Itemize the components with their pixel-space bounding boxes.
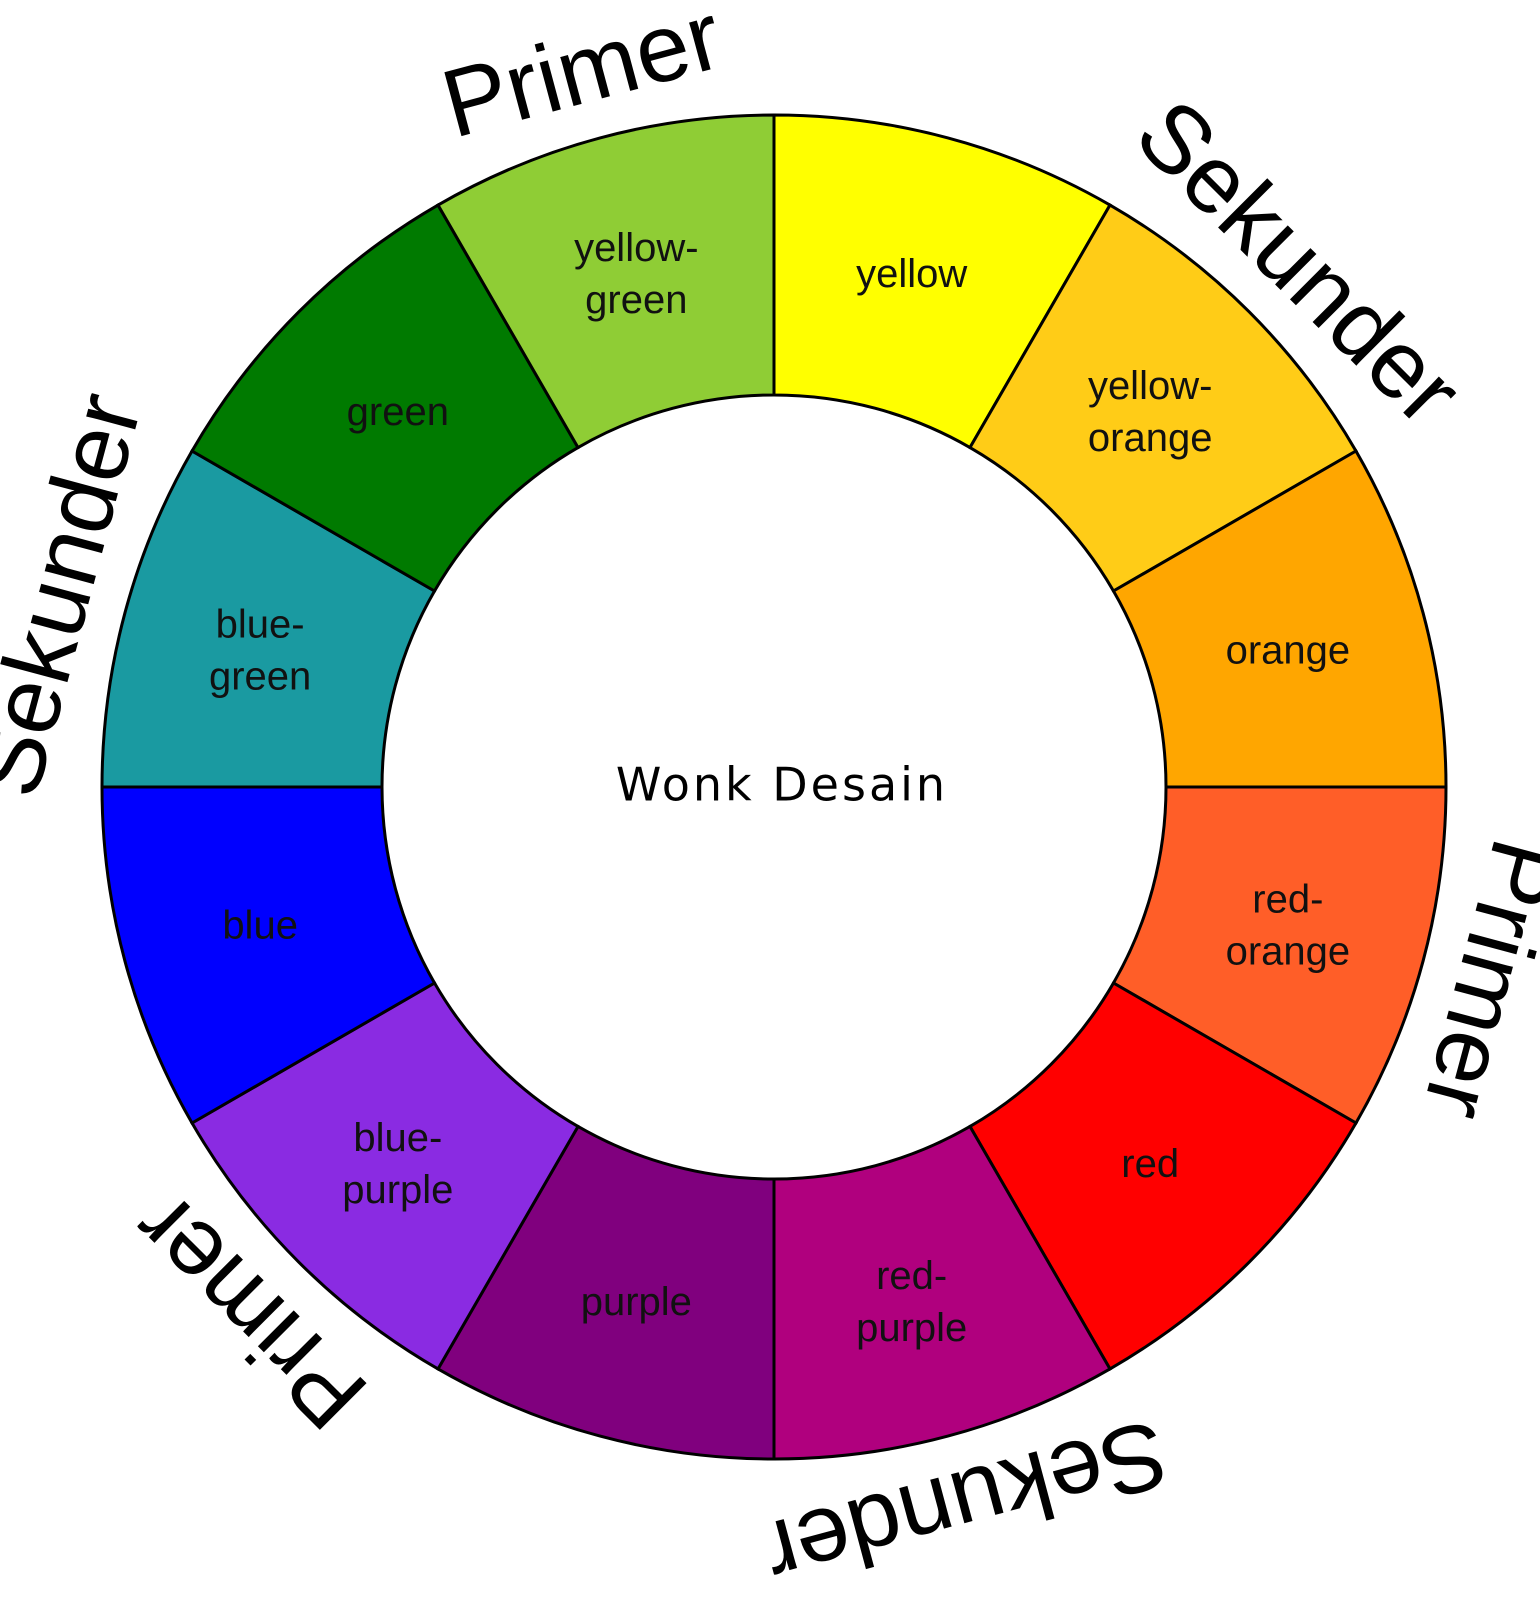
segment-label-line: yellow- [1088,364,1212,408]
segment-labels: yellowyellow-orangeorangered-orangeredre… [209,226,1350,1350]
segment-label-line: blue [222,904,298,948]
segment-label-red: red [1121,1142,1179,1186]
segment-label-red-purple: red-purple [856,1254,967,1350]
wheel-segments [100,113,1448,1461]
segment-label-green: green [347,390,449,434]
segment-label-line: red- [1252,878,1323,922]
segment-label-line: green [347,390,449,434]
segment-label-blue: blue [222,904,298,948]
segment-label-line: yellow [856,252,967,296]
segment-label-yellow-green: yellow-green [574,226,698,322]
center-title: Wonk Desain [616,758,948,812]
segment-yellow-green [435,113,776,450]
segment-label-yellow: yellow [856,252,967,296]
segment-label-red-orange: red-orange [1226,878,1351,974]
segment-label-line: red [1121,1142,1179,1186]
segment-label-yellow-orange: yellow-orange [1088,364,1213,460]
segment-label-line: purple [581,1280,692,1324]
segment-label-line: red- [876,1254,947,1298]
segment-label-line: orange [1088,416,1213,460]
segment-label-orange: orange [1226,628,1351,672]
segment-label-line: blue- [216,602,305,646]
segment-label-line: yellow- [574,226,698,270]
segment-label-line: purple [342,1168,453,1212]
segment-label-purple: purple [581,1280,692,1324]
segment-label-blue-purple: blue-purple [342,1116,453,1212]
segment-label-line: green [209,654,311,698]
segment-label-line: orange [1226,930,1351,974]
segment-label-line: purple [856,1306,967,1350]
segment-label-line: orange [1226,628,1351,672]
segment-label-blue-green: blue-green [209,602,311,698]
segment-label-line: blue- [353,1116,442,1160]
segment-label-line: green [585,278,687,322]
